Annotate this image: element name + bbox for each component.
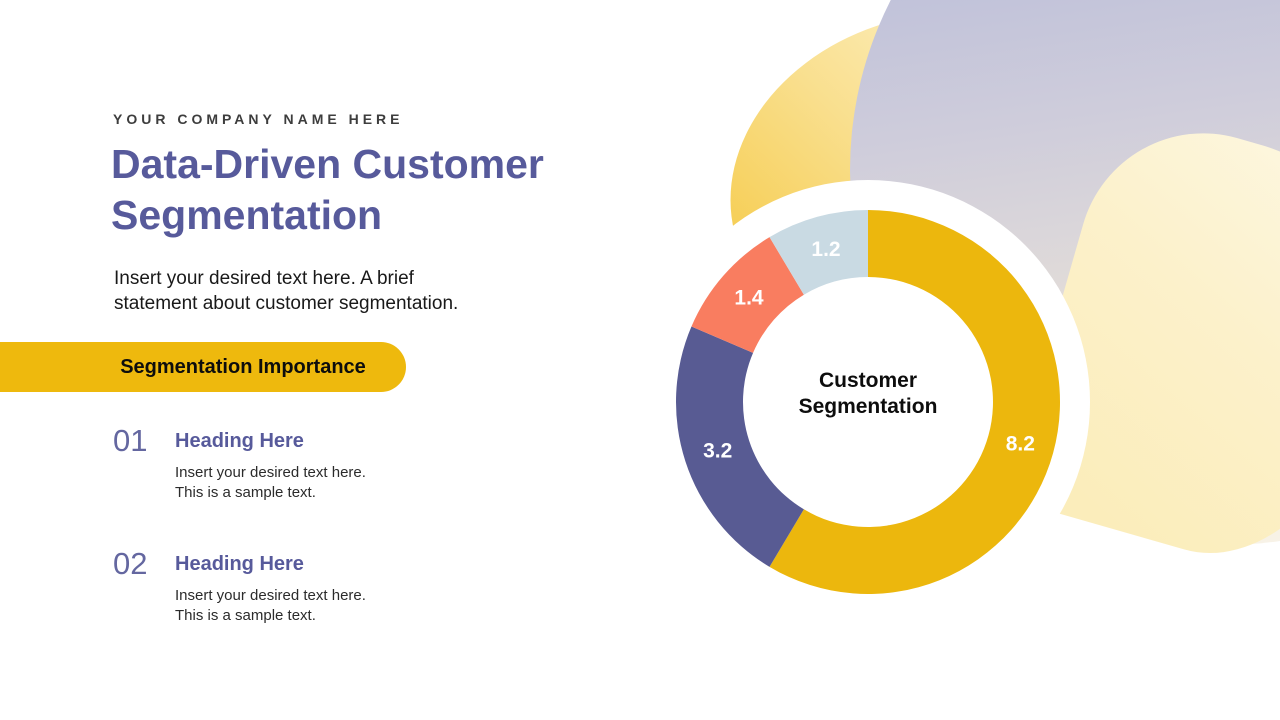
banner-label: Segmentation Importance [120,355,366,378]
company-name-label: YOUR COMPANY NAME HERE [113,111,404,127]
item-heading: Heading Here [175,430,304,452]
segmentation-importance-banner: Segmentation Importance [0,342,406,392]
item-body-text: Insert your desired text here. This is a… [175,587,366,624]
item-number: 02 [113,546,148,581]
list-item: 01 Heading Here Insert your desired text… [113,424,393,503]
donut-center-label: Customer Segmentation [798,369,938,418]
donut-segment-1.4 [691,237,804,353]
item-body-text: Insert your desired text here. This is a… [175,464,366,501]
donut-segment-1.2 [769,210,868,295]
donut-chart: 8.2 3.2 1.4 1.2 [675,210,1061,594]
list-item: 02 Heading Here Insert your desired text… [113,547,393,626]
donut-segment-8.2 [769,210,1061,594]
item-heading: Heading Here [175,553,304,575]
donut-segment-3.2 [675,326,804,567]
segment-value-label: 3.2 [703,439,732,462]
slide-intro-text: Insert your desired text here. A brief s… [114,268,459,314]
segment-value-label: 8.2 [1006,433,1035,456]
item-number: 01 [113,423,148,458]
segment-value-label: 1.2 [811,238,840,261]
segment-value-label: 1.4 [734,287,764,310]
item-content: Heading Here Insert your desired text he… [175,547,393,626]
item-content: Heading Here Insert your desired text he… [175,424,393,503]
slide-title: Data-Driven Customer Segmentation [111,141,544,238]
